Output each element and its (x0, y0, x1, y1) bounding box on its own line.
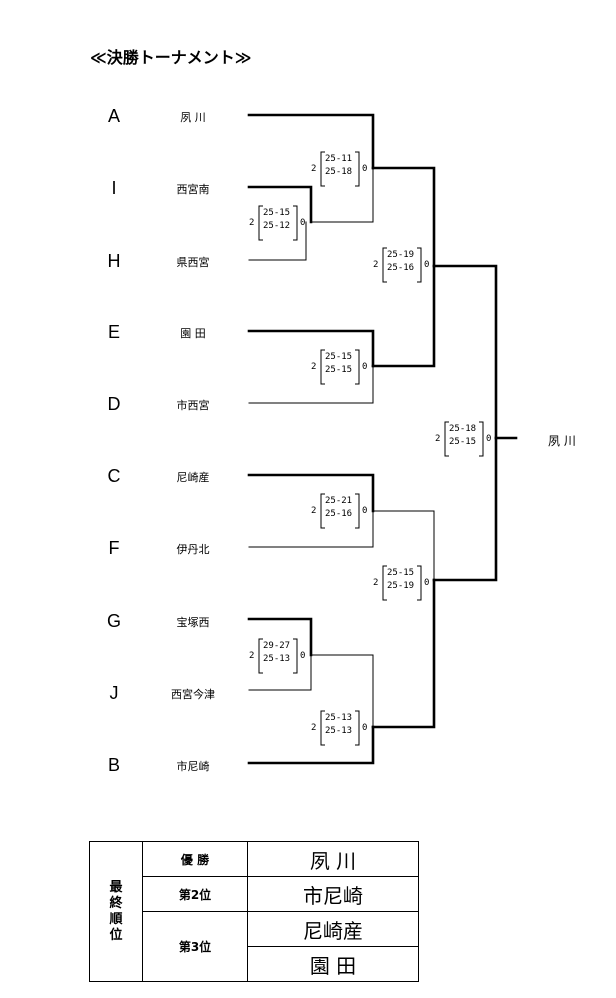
score-sets-won: 0 (424, 578, 429, 588)
bracket-line-winner (371, 578, 436, 729)
score-box: 2 25-15 25-15 0 (311, 349, 367, 385)
bracket-line (310, 167, 374, 223)
score-set-2: 25-16 (325, 509, 352, 519)
score-box: 2 29-27 25-13 0 (249, 638, 305, 674)
score-set-1: 25-15 (387, 568, 414, 578)
final-ranking-table: 最 終 順 位 優 勝 夙 川 第2位 市尼崎 第3位 尼崎産 園 田 (89, 841, 419, 982)
rank-team: 夙 川 (247, 841, 419, 877)
score-sets-won: 0 (300, 218, 305, 228)
seed-letter: A (107, 106, 120, 126)
bracket-line (372, 510, 435, 581)
team-name: 西宮南 (176, 183, 210, 196)
score-set-1: 25-15 (325, 352, 352, 362)
bracket-line-winner (247, 113, 375, 170)
score-sets-won: 0 (300, 651, 305, 661)
score-set-1: 25-21 (325, 496, 352, 506)
rank-team: 尼崎産 (247, 911, 419, 947)
seed-letter: H (107, 251, 121, 271)
score-box: 2 25-21 25-16 0 (311, 493, 367, 529)
rank-label: 優 勝 (142, 841, 248, 877)
score-sets-won: 2 (435, 434, 440, 444)
score-set-2: 25-16 (387, 263, 414, 273)
bracket-line-winner (247, 473, 375, 513)
team-name: 園 田 (180, 327, 206, 340)
score-set-1: 25-19 (387, 250, 414, 260)
score-sets-won: 0 (362, 506, 367, 516)
seed-letter: B (107, 755, 120, 775)
bracket-line-winner (432, 264, 498, 440)
score-sets-won: 0 (362, 723, 367, 733)
score-sets-won: 0 (424, 260, 429, 270)
rank-label: 第2位 (142, 876, 248, 912)
score-box: 2 25-13 25-13 0 (311, 710, 367, 746)
rank-team: 市尼崎 (247, 876, 419, 912)
seed-letter: E (107, 322, 120, 342)
score-sets-won: 0 (486, 434, 491, 444)
score-box: 2 25-18 25-15 0 (435, 421, 491, 457)
score-set-2: 25-19 (387, 581, 414, 591)
score-set-1: 25-18 (449, 424, 476, 434)
team-name: 西宮今津 (171, 688, 215, 701)
page-title: ≪決勝トーナメント≫ (90, 48, 252, 67)
score-set-2: 25-12 (263, 221, 290, 231)
score-sets-won: 2 (373, 260, 378, 270)
bracket-line-winner (247, 725, 375, 765)
score-sets-won: 2 (311, 362, 316, 372)
score-sets-won: 0 (362, 164, 367, 174)
team-name: 県西宮 (176, 256, 210, 269)
bracket-line (248, 654, 312, 691)
team-name: 尼崎産 (176, 471, 210, 484)
bracket-line-winner (371, 166, 436, 268)
team-name: 市尼崎 (176, 760, 210, 773)
bracket-line-winner (247, 185, 313, 224)
score-set-1: 25-13 (325, 713, 352, 723)
ranking-heading: 最 終 順 位 (89, 841, 143, 982)
score-sets-won: 2 (249, 218, 254, 228)
bracket-line (310, 654, 374, 728)
team-name: 市西宮 (176, 399, 210, 412)
score-set-2: 25-13 (325, 726, 352, 736)
seed-letter: J (109, 683, 119, 703)
score-set-1: 25-15 (263, 208, 290, 218)
score-sets-won: 0 (362, 362, 367, 372)
seed-letter: F (108, 538, 120, 558)
bracket-line-winner (432, 436, 498, 582)
seed-letter: G (106, 611, 121, 631)
bracket-line-winner (371, 264, 436, 368)
score-box: 2 25-15 25-12 0 (249, 205, 305, 241)
score-set-2: 25-15 (449, 437, 476, 447)
score-sets-won: 2 (373, 578, 378, 588)
score-set-1: 29-27 (263, 641, 290, 651)
team-name: 宝塚西 (176, 616, 210, 629)
score-box: 2 25-19 25-16 0 (373, 247, 429, 283)
score-set-1: 25-11 (325, 154, 352, 164)
score-set-2: 25-18 (325, 167, 352, 177)
score-box: 2 25-11 25-18 0 (311, 151, 367, 187)
rank-label: 第3位 (142, 911, 248, 982)
score-box: 2 25-15 25-19 0 (373, 565, 429, 601)
bracket-line (248, 510, 374, 548)
score-sets-won: 2 (311, 164, 316, 174)
seed-letter: D (107, 394, 121, 414)
score-sets-won: 2 (311, 506, 316, 516)
bracket-line-winner (247, 617, 313, 657)
score-sets-won: 2 (311, 723, 316, 733)
bracket-line (248, 365, 374, 404)
champion-label: 夙 川 (548, 434, 576, 448)
score-set-2: 25-15 (325, 365, 352, 375)
bracket-line-winner (247, 329, 375, 368)
seed-letter: I (111, 178, 117, 198)
bracket-line (248, 221, 307, 261)
score-set-2: 25-13 (263, 654, 290, 664)
team-name: 夙 川 (180, 111, 206, 124)
team-name: 伊丹北 (176, 543, 210, 556)
seed-letter: C (107, 466, 121, 486)
rank-team: 園 田 (247, 946, 419, 982)
score-sets-won: 2 (249, 651, 254, 661)
